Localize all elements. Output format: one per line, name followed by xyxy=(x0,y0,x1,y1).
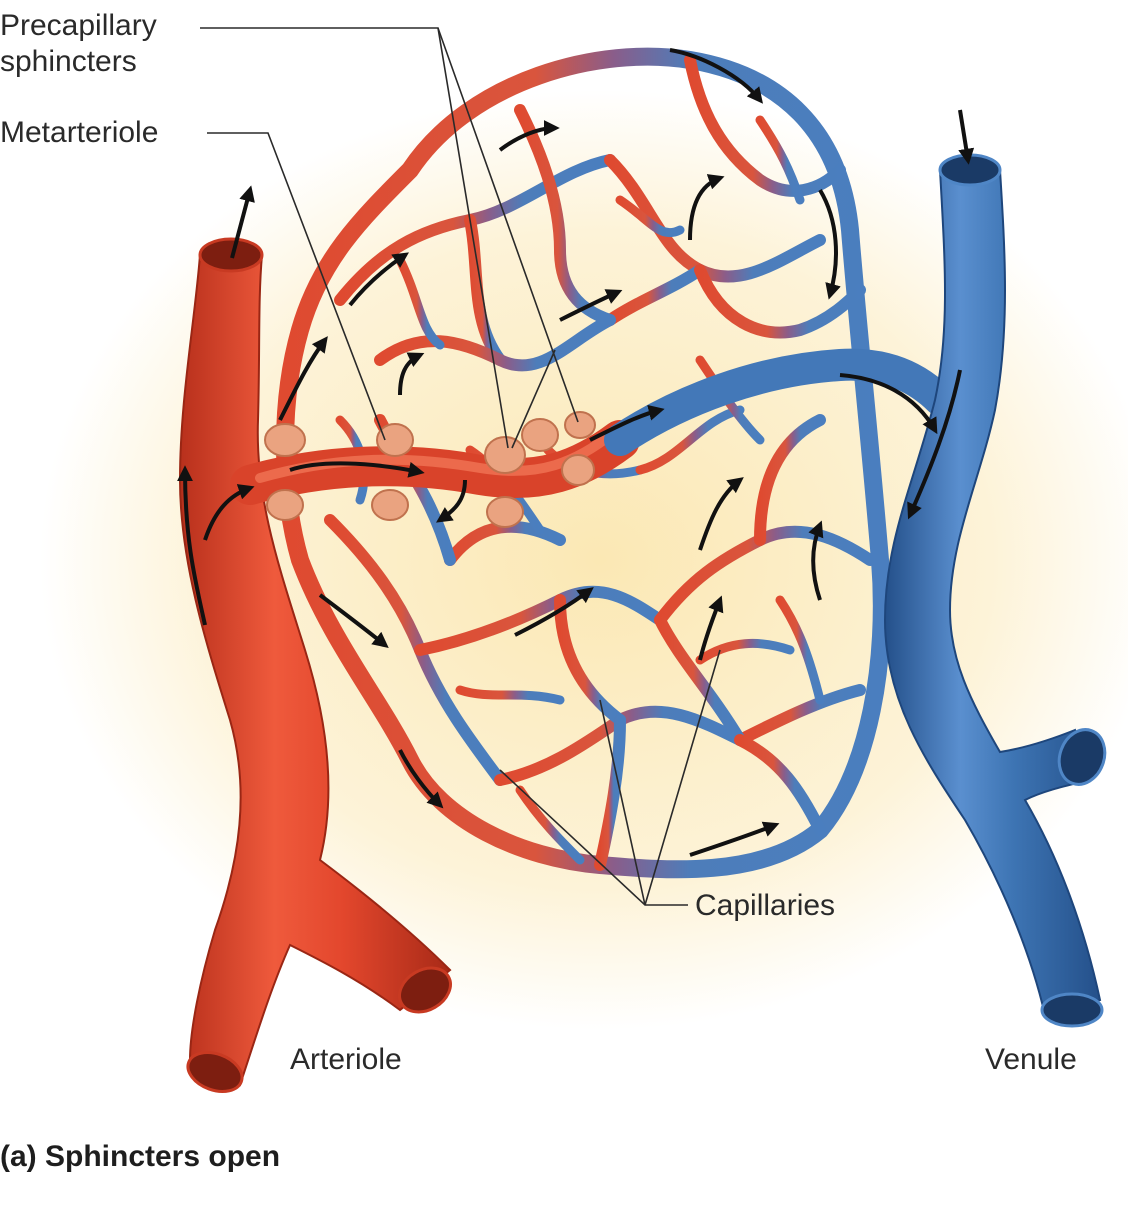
sphincter-1 xyxy=(265,424,305,456)
sphincter-6 xyxy=(522,419,558,451)
label-precapillary-line1: Precapillary xyxy=(0,8,157,44)
label-precapillary-line2: sphincters xyxy=(0,44,157,80)
sphincter-3 xyxy=(377,424,413,456)
label-precapillary-sphincters: Precapillary sphincters xyxy=(0,8,157,80)
figure-caption: (a) Sphincters open xyxy=(0,1140,280,1174)
label-metarteriole: Metarteriole xyxy=(0,115,158,151)
sphincter-9 xyxy=(565,412,595,438)
sphincter-4 xyxy=(372,490,408,520)
label-venule: Venule xyxy=(985,1042,1077,1078)
label-capillaries: Capillaries xyxy=(695,888,835,924)
label-arteriole: Arteriole xyxy=(290,1042,402,1078)
sphincter-7 xyxy=(487,497,523,527)
sphincter-8 xyxy=(562,455,594,485)
sphincter-2 xyxy=(267,490,303,520)
sphincter-5 xyxy=(485,437,525,473)
